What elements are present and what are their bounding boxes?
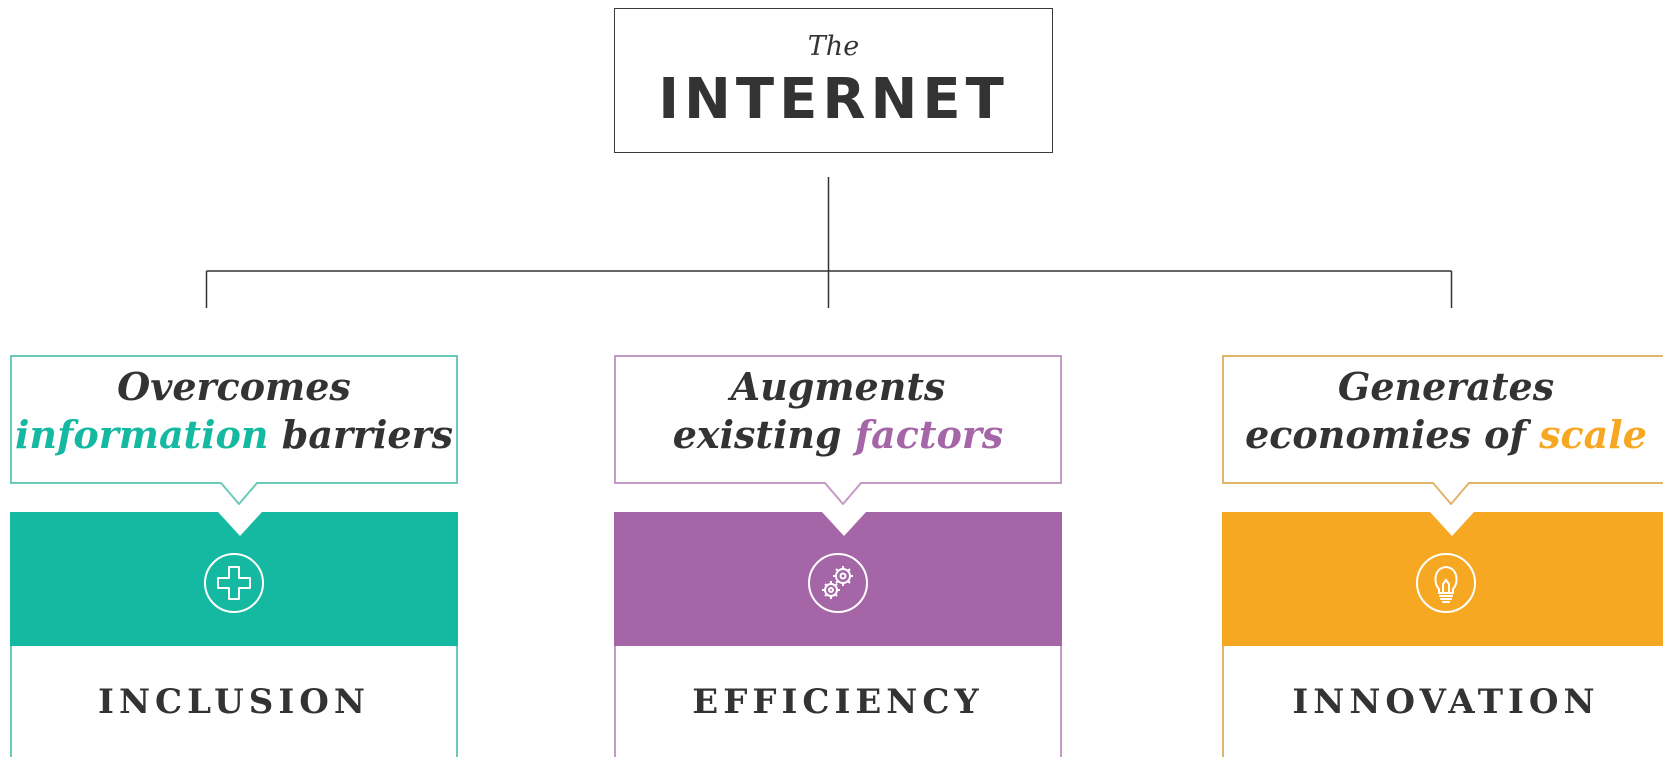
root-pre: The (807, 31, 860, 62)
branch-label: EFFICIENCY (692, 682, 984, 722)
callout-text: Augments existing factors (614, 363, 1062, 459)
callout-line1: Augments (730, 364, 946, 409)
color-band (614, 512, 1062, 646)
callout-accent: factors (854, 412, 1004, 457)
label-box: EFFICIENCY (614, 646, 1062, 757)
branch-card-innovation: Generates economies of scale INNOVATION (1222, 355, 1663, 757)
color-band (1222, 512, 1663, 646)
color-band (10, 512, 458, 646)
callout-accent: information (14, 412, 269, 457)
gears-icon (808, 553, 868, 613)
label-box: INNOVATION (1222, 646, 1663, 757)
root-title: INTERNET (658, 67, 1009, 132)
callout-accent: scale (1539, 412, 1647, 457)
callout-rest: existing (672, 412, 855, 457)
branch-card-efficiency: Augments existing factors EFFICIENCY (614, 355, 1062, 757)
callout-line2: existing factors (614, 411, 1062, 459)
callout-rest: barriers (268, 412, 454, 457)
callout-box: Generates economies of scale (1222, 355, 1663, 505)
lightbulb-icon (1416, 553, 1476, 613)
callout-box: Overcomes information barriers (10, 355, 458, 505)
root-node: The INTERNET (614, 8, 1053, 153)
callout-line1: Generates (1337, 364, 1555, 409)
callout-line2: economies of scale (1222, 411, 1663, 459)
callout-text: Overcomes information barriers (10, 363, 458, 459)
callout-box: Augments existing factors (614, 355, 1062, 505)
branch-card-inclusion: Overcomes information barriers INCLUSION (10, 355, 458, 757)
branch-label: INNOVATION (1292, 682, 1600, 722)
plus-icon (204, 553, 264, 613)
callout-rest: economies of (1245, 412, 1540, 457)
callout-text: Generates economies of scale (1222, 363, 1663, 459)
callout-line2: information barriers (10, 411, 458, 459)
label-box: INCLUSION (10, 646, 458, 757)
callout-line1: Overcomes (117, 364, 351, 409)
branch-label: INCLUSION (98, 682, 370, 722)
